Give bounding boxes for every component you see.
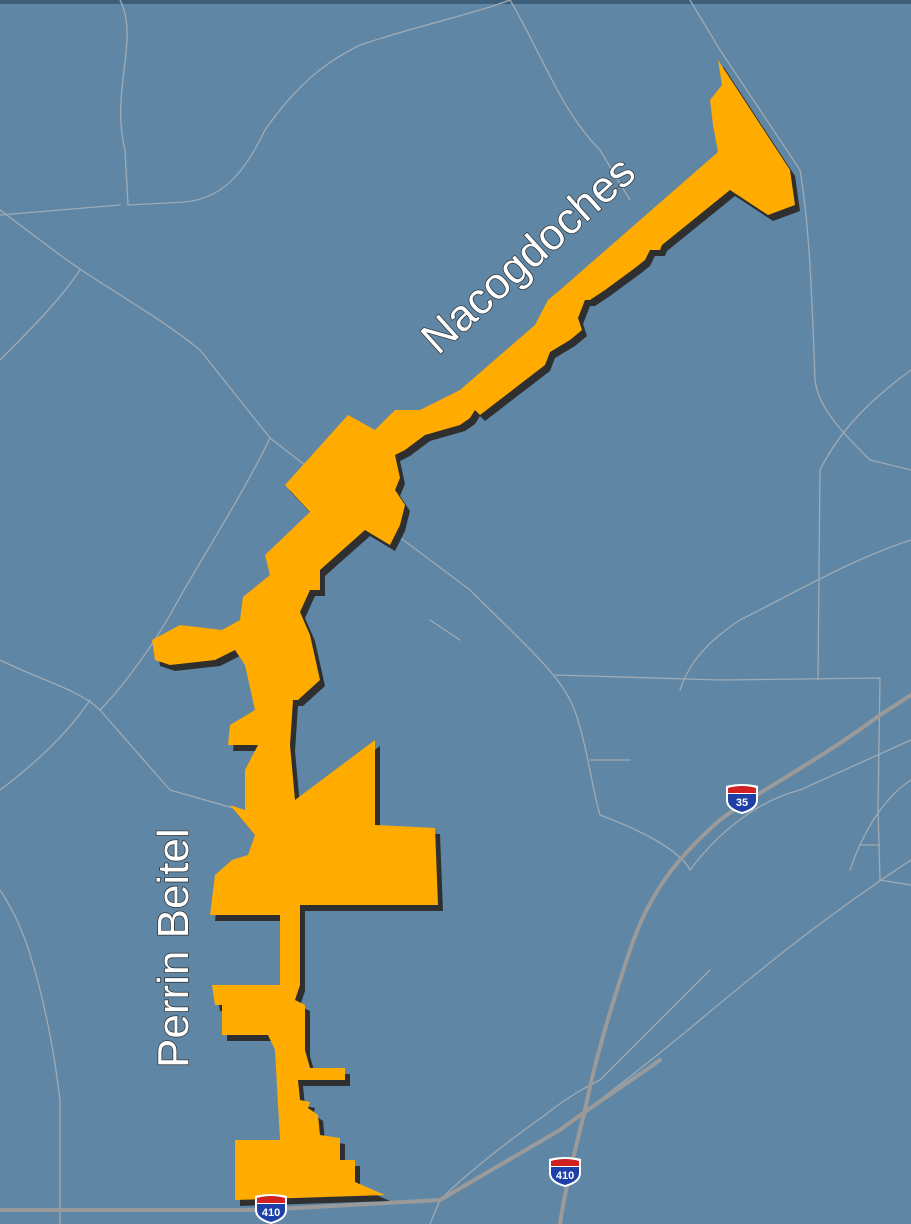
interstate-shield-icon xyxy=(726,784,758,814)
road xyxy=(817,369,911,681)
road xyxy=(0,269,81,361)
interstate-35 xyxy=(558,693,911,1224)
map-top-border xyxy=(0,0,911,4)
interstate-shield-410-east: 410 xyxy=(549,1157,581,1187)
interstate-route-number: 410 xyxy=(262,1207,280,1219)
interstate-route-number: 35 xyxy=(736,797,748,809)
road xyxy=(429,1199,441,1224)
road xyxy=(599,969,711,1081)
perrin-beitel-label: Perrin Beitel xyxy=(149,828,198,1068)
interstate-shield-icon xyxy=(549,1157,581,1187)
road xyxy=(849,779,911,871)
interstate-shield-35: 35 xyxy=(726,784,758,814)
road xyxy=(429,619,461,641)
tif-district xyxy=(152,60,800,1206)
road xyxy=(0,889,61,1224)
road xyxy=(554,674,911,886)
district-fill xyxy=(152,60,795,1200)
road xyxy=(0,209,691,871)
road xyxy=(0,204,121,216)
interstate-route-number: 410 xyxy=(556,1170,574,1182)
road xyxy=(679,539,911,691)
road xyxy=(119,0,511,206)
interstate-shield-icon xyxy=(255,1194,287,1224)
road xyxy=(0,699,91,791)
highways xyxy=(0,693,911,1224)
road xyxy=(509,0,631,201)
interstate-shield-410-west: 410 xyxy=(255,1194,287,1224)
road xyxy=(99,437,271,711)
road xyxy=(689,739,911,871)
road xyxy=(689,0,911,471)
interstate-410 xyxy=(0,1058,662,1212)
road xyxy=(439,1079,601,1201)
